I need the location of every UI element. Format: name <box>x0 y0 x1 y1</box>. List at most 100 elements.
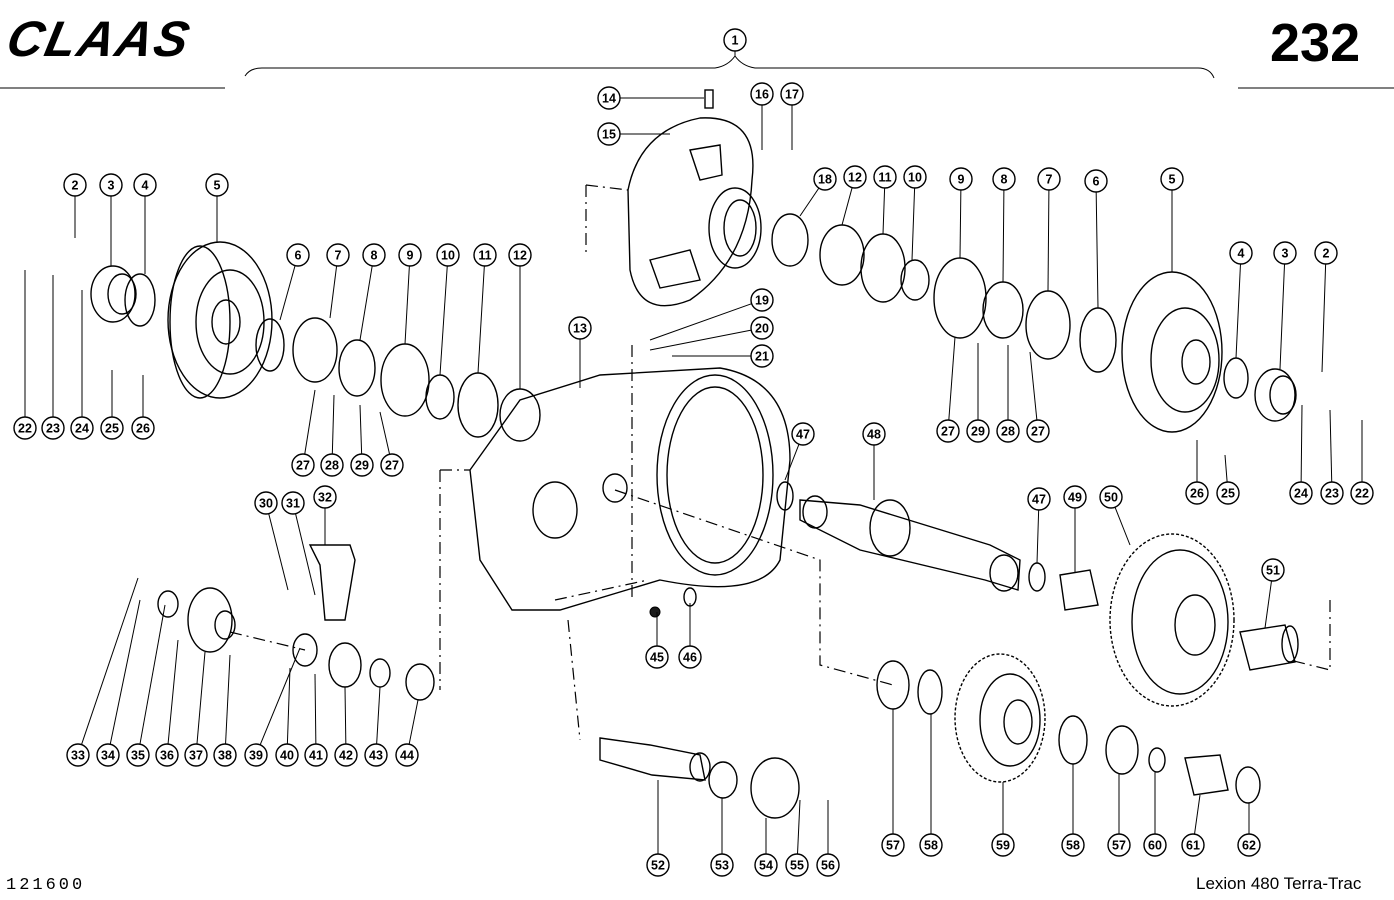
callout-44: 44 <box>395 699 419 767</box>
ring-10-right <box>900 259 930 301</box>
callout-53: 53 <box>710 798 734 877</box>
large-gear <box>1109 533 1235 707</box>
callout-number: 29 <box>355 459 369 473</box>
callout-leader <box>1264 580 1272 629</box>
callout-34: 34 <box>96 599 141 767</box>
callout-circle <box>205 173 229 197</box>
callout-number: 36 <box>160 749 174 763</box>
callout-leader <box>344 686 347 745</box>
callout-number: 4 <box>142 179 149 193</box>
callout-number: 47 <box>1032 493 1046 507</box>
bearing-8-right <box>982 281 1024 339</box>
callout-circle <box>966 419 990 443</box>
callout-number: 22 <box>18 422 32 436</box>
callout-circle <box>1026 419 1050 443</box>
callout-leader <box>1029 351 1038 421</box>
bearing-42 <box>328 642 362 688</box>
page-number: 232 <box>1270 13 1361 73</box>
callout-43: 43 <box>364 686 388 767</box>
callout-circle <box>1261 558 1285 582</box>
callout-number: 38 <box>218 749 232 763</box>
callout-number: 7 <box>1046 173 1053 187</box>
callout-7: 7 <box>1037 167 1061 292</box>
callout-circle <box>1320 481 1344 505</box>
callout-12: 12 <box>508 243 532 389</box>
callout-33: 33 <box>66 577 139 767</box>
callout-number: 45 <box>650 651 664 665</box>
callout-number: 53 <box>715 859 729 873</box>
callout-37: 37 <box>184 651 208 767</box>
callout-circle <box>597 86 621 110</box>
callout-number: 10 <box>908 171 922 185</box>
callout-leader <box>139 604 166 745</box>
callout-leader <box>225 654 231 745</box>
hub-37 <box>187 587 236 653</box>
callout-51: 51 <box>1261 558 1285 629</box>
callout-56: 56 <box>816 800 840 877</box>
callout-circle <box>1037 167 1061 191</box>
callout-circle <box>41 416 65 440</box>
callout-circle <box>991 833 1015 857</box>
callout-41: 41 <box>304 673 328 767</box>
callout-leader <box>882 187 886 235</box>
callout-leader <box>1235 263 1241 359</box>
callout-number: 24 <box>1294 487 1308 501</box>
callout-leader <box>286 667 291 745</box>
callout-11: 11 <box>473 243 497 374</box>
callout-number: 33 <box>71 749 85 763</box>
callout-leader <box>1095 191 1099 309</box>
callout-circle <box>254 491 278 515</box>
callout-number: 10 <box>441 249 455 263</box>
callout-6: 6 <box>279 243 310 321</box>
callout-number: 6 <box>295 249 302 263</box>
callout-number: 9 <box>407 249 414 263</box>
callout-circle <box>350 453 374 477</box>
callout-number: 55 <box>790 859 804 873</box>
callout-number: 29 <box>971 425 985 439</box>
callout-number: 20 <box>755 322 769 336</box>
callout-number: 5 <box>1169 173 1176 187</box>
callout-circle <box>244 743 268 767</box>
drawing-number: 121600 <box>6 876 86 895</box>
callout-number: 37 <box>189 749 203 763</box>
callout-circle <box>843 165 867 189</box>
callout-number: 43 <box>369 749 383 763</box>
callout-1: 1 <box>723 28 747 56</box>
gearbox-housing <box>469 367 791 611</box>
callout-9: 9 <box>398 243 422 345</box>
callout-circle <box>96 743 120 767</box>
callout-number: 25 <box>1221 487 1235 501</box>
callout-number: 28 <box>1001 425 1015 439</box>
callout-circle <box>380 453 404 477</box>
callout-number: 9 <box>958 173 965 187</box>
callout-leader <box>1279 263 1286 370</box>
callout-leader <box>331 394 335 455</box>
callout-leader <box>649 329 752 351</box>
sheet-frame <box>0 55 1394 89</box>
callout-circle <box>645 645 669 669</box>
nut-45 <box>649 606 661 618</box>
callout-circle <box>1107 833 1131 857</box>
callout-leader <box>81 577 139 745</box>
callout-24: 24 <box>1289 404 1313 505</box>
callout-leader <box>1194 794 1201 835</box>
callout-number: 1 <box>732 34 739 48</box>
callout-circle <box>436 243 460 267</box>
callout-number: 27 <box>1031 425 1045 439</box>
callout-circle <box>992 167 1016 191</box>
callout-leader <box>268 513 289 591</box>
ring-58-right <box>1058 715 1088 765</box>
callout-45: 45 <box>645 612 669 669</box>
callout-circle <box>1143 833 1167 857</box>
callout-circle <box>750 288 774 312</box>
callout-25: 25 <box>100 370 124 440</box>
machine-model: Lexion 480 Terra-Trac <box>1196 874 1362 893</box>
seal-9-right <box>933 257 987 339</box>
callout-leader <box>314 673 317 745</box>
callout-leader <box>1047 189 1050 292</box>
callout-number: 57 <box>886 839 900 853</box>
ring-39 <box>292 633 318 667</box>
callout-24: 24 <box>70 290 94 440</box>
callout-leader <box>477 265 485 374</box>
